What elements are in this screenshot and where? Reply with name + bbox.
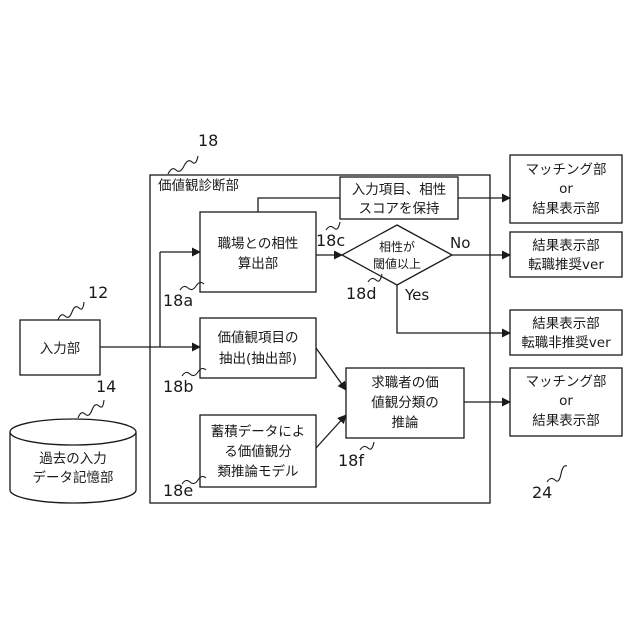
branch-yes: Yes <box>404 286 429 304</box>
ref-24: 24 <box>532 483 552 502</box>
box-18e-line2: る価値観分 <box>224 443 292 460</box>
ref-14-leader <box>78 400 104 418</box>
ref-18: 18 <box>198 131 218 150</box>
box-18a-line2: 算出部 <box>238 256 279 272</box>
storage-line2: データ記憶部 <box>33 469 114 486</box>
ref-18a: 18a <box>163 291 193 310</box>
ref-18e: 18e <box>163 481 193 500</box>
box-18f-line1: 求職者の価 <box>371 375 439 391</box>
output-2-line1: 結果表示部 <box>532 238 600 254</box>
ref-18c: 18c <box>316 231 345 250</box>
ref-12-leader <box>58 302 84 320</box>
value-extraction-box <box>200 318 316 378</box>
input-unit-label: 入力部 <box>40 341 81 357</box>
output-1-line2: or <box>559 181 573 197</box>
output-2-line2: 転職推奨ver <box>528 257 604 273</box>
output-4-line3: 結果表示部 <box>532 413 600 429</box>
ref-24-leader <box>547 466 567 482</box>
box-18b-line1: 価値観項目の <box>218 329 299 346</box>
storage-line1: 過去の入力 <box>39 451 107 467</box>
box-18e-line3: 類推論モデル <box>218 463 299 480</box>
branch-no: No <box>450 234 470 252</box>
compatibility-calc-box <box>200 212 316 292</box>
box-18e-line1: 蓄積データによ <box>211 423 306 440</box>
output-3-line2: 転職非推奨ver <box>521 335 611 351</box>
output-1-line1: マッチング部 <box>526 162 607 178</box>
output-4-line1: マッチング部 <box>526 374 607 390</box>
output-1-line3: 結果表示部 <box>532 201 600 217</box>
ref-18b: 18b <box>163 377 194 396</box>
output-3-line1: 結果表示部 <box>532 316 600 332</box>
container-title: 価値観診断部 <box>158 177 239 194</box>
diamond-line1: 相性が <box>379 239 415 254</box>
ref-12: 12 <box>88 283 108 302</box>
box-18c-line1: 入力項目、相性 <box>352 182 447 198</box>
ref-14: 14 <box>96 377 116 396</box>
box-18a-line1: 職場との相性 <box>218 236 299 252</box>
ref-18f: 18f <box>338 451 364 470</box>
ref-18d: 18d <box>346 284 377 303</box>
diamond-line2: 閾値以上 <box>373 256 421 271</box>
box-18f-line2: 値観分類の <box>371 394 439 411</box>
ref-18-leader <box>168 156 198 174</box>
output-4-line2: or <box>559 393 573 409</box>
box-18c-line2: スコアを保持 <box>359 201 440 217</box>
box-18b-line2: 抽出(抽出部) <box>219 351 297 367</box>
box-18f-line3: 推論 <box>392 415 419 431</box>
